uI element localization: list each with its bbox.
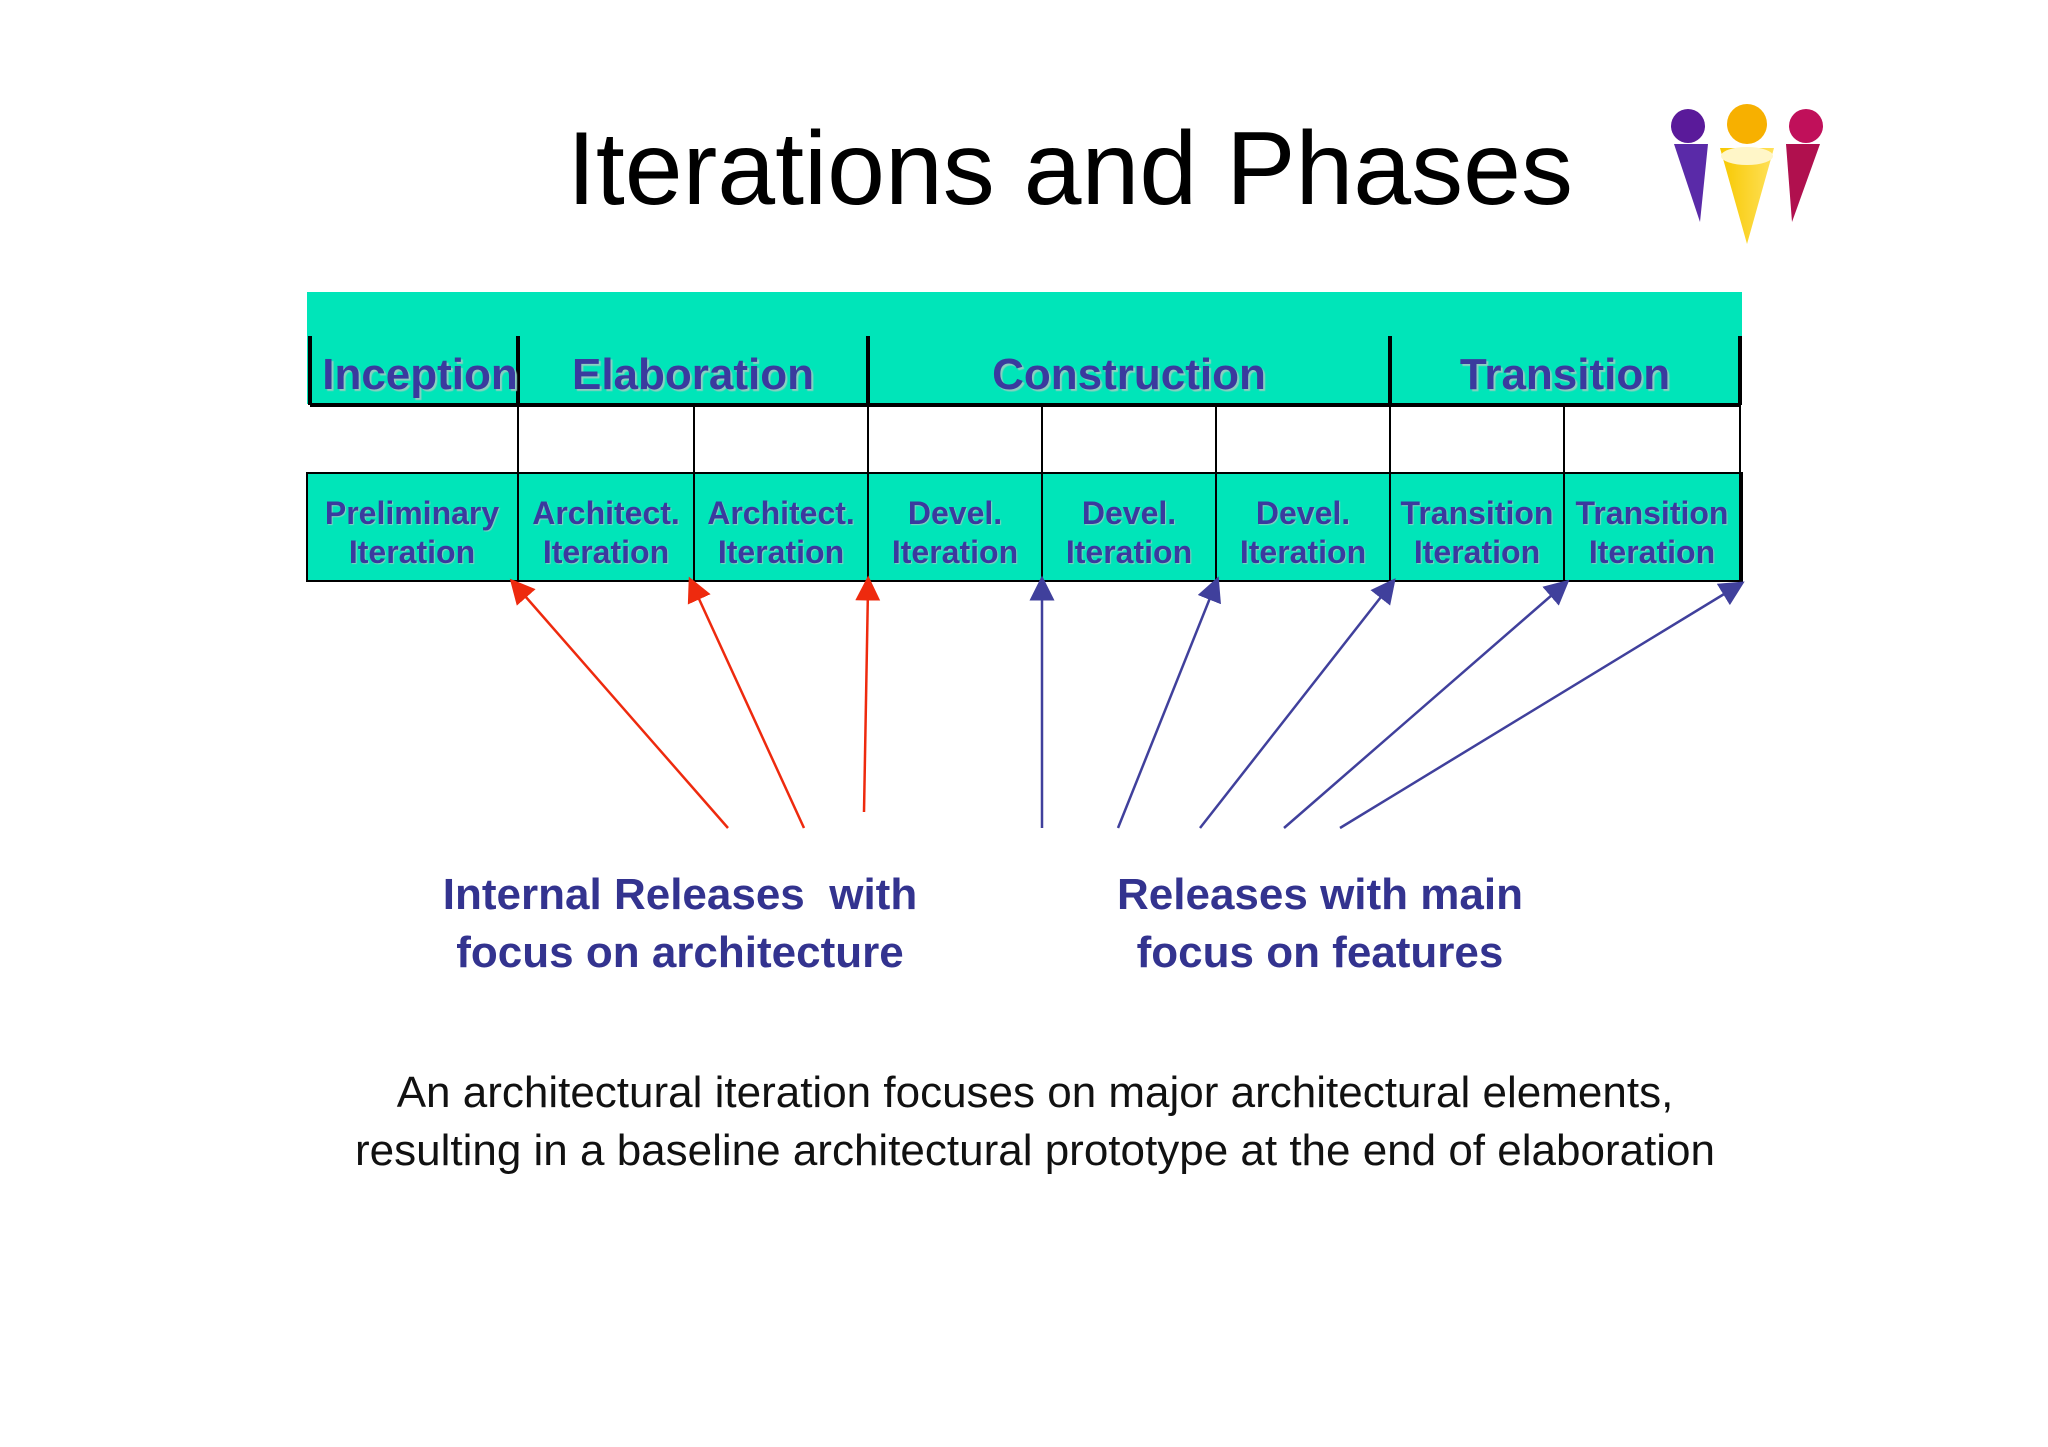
iteration-line2: Iteration xyxy=(348,534,476,570)
band-gap xyxy=(310,407,1742,473)
iteration-line2: Iteration xyxy=(891,534,1019,570)
iteration-line1: Preliminary xyxy=(324,495,500,531)
iteration-label: Devel.Iteration xyxy=(1216,494,1390,572)
iteration-line2: Iteration xyxy=(717,534,845,570)
iteration-line2: Iteration xyxy=(1413,534,1541,570)
iteration-line1: Devel. xyxy=(1081,495,1177,531)
iteration-line2: Iteration xyxy=(1065,534,1193,570)
feature-release-arrow xyxy=(1339,581,1745,830)
caption-line2: resulting in a baseline architectural pr… xyxy=(355,1126,1715,1175)
slide-title: Iterations and Phases xyxy=(567,111,1573,227)
release-line2: focus on features xyxy=(1136,928,1504,977)
iteration-line1: Transition xyxy=(1575,495,1729,531)
phase-label-inception: Inception xyxy=(322,350,518,399)
iteration-band xyxy=(306,472,1743,582)
phase-label-transition: Transition xyxy=(1459,350,1671,399)
iteration-label: Architect.Iteration xyxy=(694,494,868,572)
iteration-line2: Iteration xyxy=(542,534,670,570)
phase-label-construction: Construction xyxy=(992,350,1266,399)
caption-text: An architectural iteration focuses on ma… xyxy=(200,1064,1870,1180)
iteration-line1: Architect. xyxy=(707,495,855,531)
release-line2: focus on architecture xyxy=(456,928,904,977)
phase-label-elaboration: Elaboration xyxy=(571,350,815,399)
iteration-line1: Transition xyxy=(1400,495,1554,531)
people-logo-icon xyxy=(1671,104,1823,244)
feature-release-arrow xyxy=(1283,579,1570,829)
feature-release-arrow xyxy=(1199,578,1396,829)
architecture-release-arrow xyxy=(509,578,729,829)
release-line1: Releases with main xyxy=(1117,870,1523,919)
iteration-line1: Devel. xyxy=(907,495,1003,531)
caption-line1: An architectural iteration focuses on ma… xyxy=(396,1068,1674,1117)
iteration-line2: Iteration xyxy=(1588,534,1716,570)
iteration-label: Devel.Iteration xyxy=(1042,494,1216,572)
iteration-line1: Architect. xyxy=(532,495,680,531)
iteration-line1: Devel. xyxy=(1255,495,1351,531)
iteration-label: Devel.Iteration xyxy=(868,494,1042,572)
feature-releases-label: Releases with main focus on features xyxy=(1060,866,1580,982)
architecture-release-arrow xyxy=(687,576,806,829)
architecture-releases-label: Internal Releases with focus on architect… xyxy=(380,866,980,982)
phase-band xyxy=(307,292,1742,404)
architecture-release-arrow xyxy=(855,575,881,813)
feature-release-arrow xyxy=(1116,576,1221,829)
release-line1: Internal Releases with xyxy=(442,870,918,919)
iteration-label: Architect.Iteration xyxy=(518,494,694,572)
iteration-line2: Iteration xyxy=(1239,534,1367,570)
